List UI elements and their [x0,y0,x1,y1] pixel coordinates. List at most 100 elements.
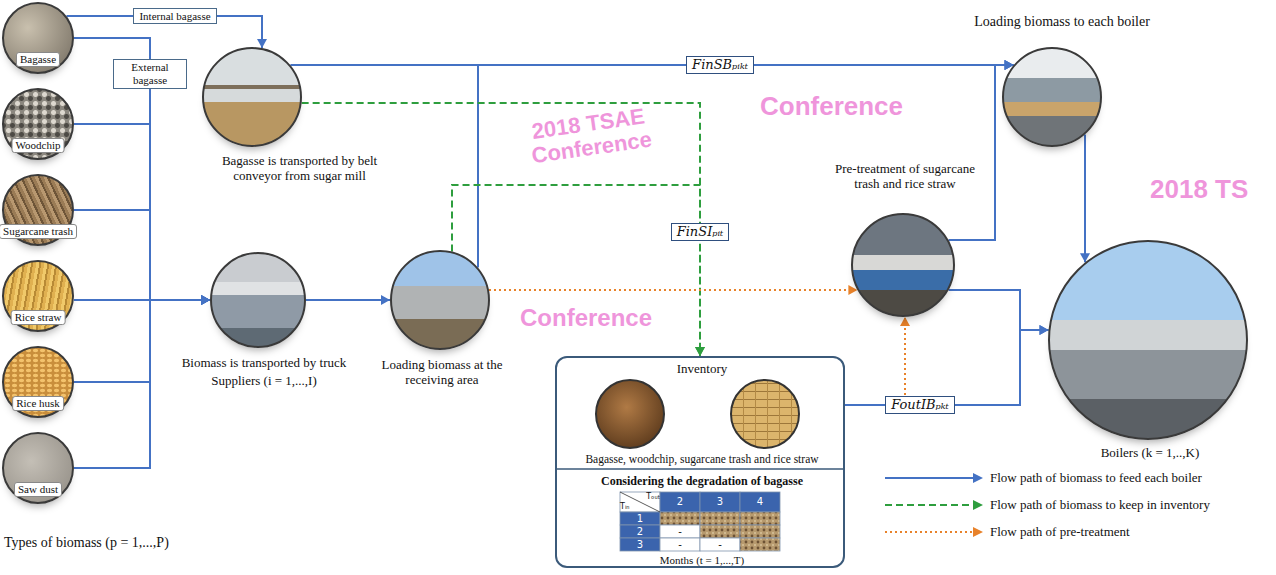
legend-text: Flow path of pre-treatment [990,524,1130,540]
flow-connector [452,185,705,356]
table-image-cell [660,512,700,525]
biomass-label: Rice straw [11,310,66,325]
flow-line [1084,135,1086,263]
table-header-cell [700,492,740,512]
legend-text: Flow path of biomass to keep in inventor… [990,497,1210,513]
flow-connector [489,285,857,295]
table-empty-cell [660,525,700,538]
arrowhead [201,295,210,305]
biomass-circle: Saw dust [2,432,74,504]
biomass-label: Rice husk [12,396,64,411]
table-row-head [620,512,660,525]
flow-label: FinSIₚᵢₜ [671,223,730,242]
table-cell: - [660,538,700,551]
table-cell: - [700,538,740,551]
table-corner-label: Tₒᵤₜ [638,492,660,502]
supplier-truck-circle: Biomass is transported by truckSuppliers… [210,252,306,348]
node-caption: Boilers (k = 1,..,K) [1050,446,1250,461]
table-empty-cell [700,538,740,551]
flow-connector [74,124,210,305]
table-corner-cell [620,492,660,512]
flow-line [845,317,905,405]
table-header: 2 [660,492,700,512]
watermark: 2018 TS [1150,175,1248,204]
degradation-table [620,492,780,551]
table-cell: - [660,525,700,538]
arrowhead [1040,325,1049,335]
table-image-cell [740,538,780,551]
legend-arrowhead [973,500,983,510]
table-row-head: 1 [620,512,660,525]
inventory-box: InventoryBagasse, woodchip, sugarcane tr… [555,356,845,568]
conveyor-circle: Bagasse is transported by belt conveyor … [202,47,302,147]
flow-label: External bagasse [113,59,187,88]
watermark: Conference [520,305,652,331]
table-corner-label: Tᵢₙ [620,502,642,512]
bagasse-pile-picture [596,380,664,448]
flow-connector [845,317,910,405]
flow-connector [949,290,1049,335]
node-caption: Inventory [557,362,847,377]
table-header: 3 [700,492,740,512]
arrowhead [201,295,210,305]
receiving-area-circle: Loading biomass at the receiving area [390,250,490,350]
biomass-label: Saw dust [14,482,62,497]
flow-connector [74,38,210,305]
flow-line [949,290,1049,330]
pretreatment-circle: Pre-treatment of sugarcane trash and ric… [851,213,955,317]
node-caption: Bagasse is transported by belt conveyor … [202,154,397,184]
node-caption: Months (t = 1,...,T) [557,554,847,567]
straw-bales-picture [731,380,799,448]
divider-line [557,468,843,470]
flow-connector [74,210,210,305]
arrowhead [201,295,210,305]
flow-connector [845,325,1049,405]
legend-arrowhead [973,473,983,483]
table-row-head [620,525,660,538]
watermark: 2018 TSAE Conference [493,99,688,173]
arrowhead [201,295,210,305]
arrowhead [201,295,210,305]
table-image-cell [700,512,740,525]
flow-connector [1080,135,1090,263]
node-caption: Loading biomass at the receiving area [367,358,517,388]
table-row-head: 2 [620,525,660,538]
boiler-loading-circle: Loading biomass to each boiler [1002,47,1102,147]
biomass-label: Bagasse [16,52,60,67]
biomass-circle: Sugarcane trash [2,174,74,246]
flow-label: Internal bagasse [133,8,216,25]
flow-connector [306,295,390,305]
flow-line [74,38,210,300]
arrowhead [381,295,390,305]
table-empty-cell [660,538,700,551]
biomass-label: Sugarcane trash [0,224,77,239]
flow-line [845,330,1049,405]
flow-line [306,299,390,301]
arrowhead [695,347,705,356]
flow-label: FinSBₚᵢₖₜ [686,56,754,75]
table-image-cell [700,525,740,538]
boilers-circle: Boilers (k = 1,..,K) [1048,240,1248,440]
legend-samples [885,473,983,537]
node-caption: Suppliers (i = 1,...,I) [164,374,364,389]
arrowhead [900,317,910,326]
biomass-circle: Woodchip [2,88,74,160]
node-caption: Loading biomass to each boiler [942,14,1182,30]
flow-line [452,185,700,356]
table-image-cell [740,525,780,538]
node-caption: Biomass is transported by truck [164,356,364,371]
table-header-cell [660,492,700,512]
legend-arrowhead [973,527,983,537]
biomass-label: Woodchip [12,138,65,153]
node-caption: Pre-treatment of sugarcane trash and ric… [825,162,985,192]
biomass-circle: Rice straw [2,260,74,332]
table-row-head: 3 [620,538,660,551]
arrowhead [1040,325,1049,335]
table-corner-diagonal [620,492,660,512]
flow-connector [74,295,210,468]
node-caption: Considering the degradation of bagasse [557,475,847,489]
table-header-cell [740,492,780,512]
legend-text: Flow path of biomass to feed each boiler [990,470,1202,486]
flow-label: FoutIBₚₖₜ [885,396,955,415]
